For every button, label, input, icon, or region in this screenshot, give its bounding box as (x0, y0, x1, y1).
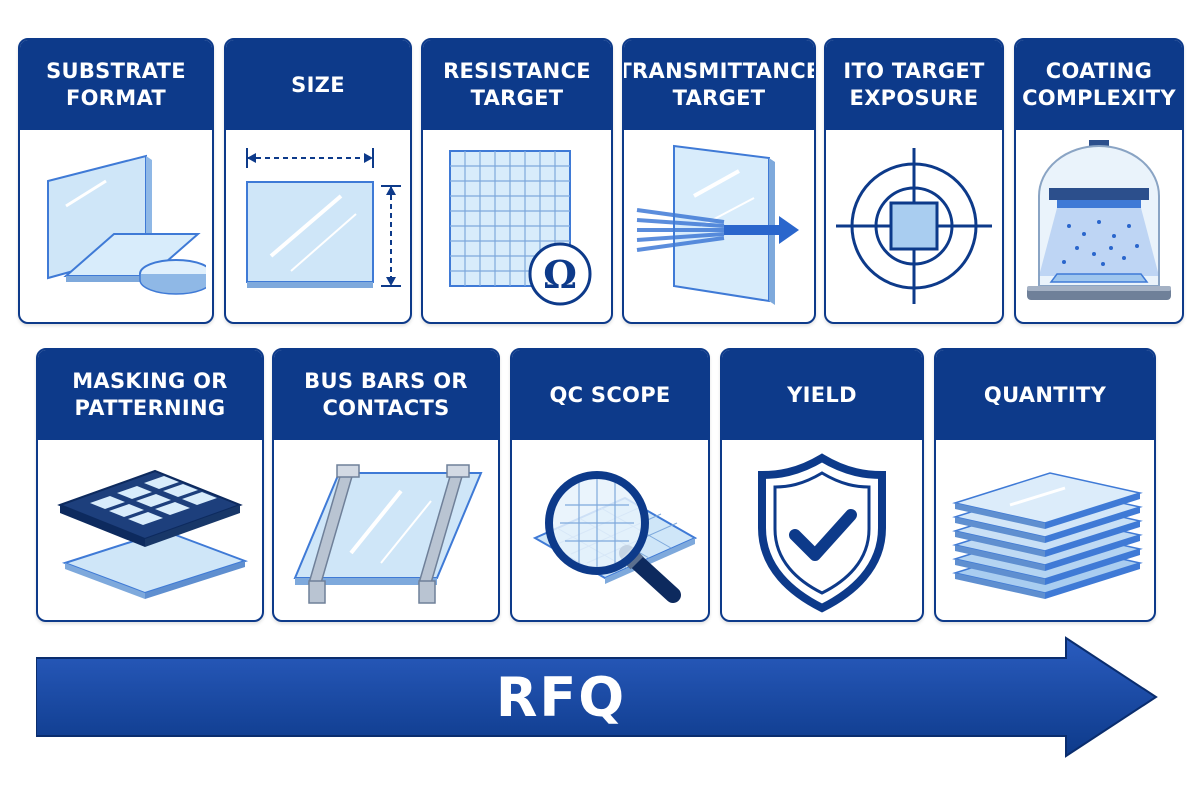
transmittance-icon (636, 144, 799, 305)
card-title: QC SCOPE (549, 382, 671, 407)
card-quantity: QUANTITY (934, 348, 1156, 622)
card-yield: YIELD (720, 348, 924, 622)
arrow-right-icon (36, 636, 1158, 758)
card-title: ITO TARGET EXPOSURE (843, 59, 985, 110)
card-title: SIZE (291, 72, 345, 97)
card-title: BUS BARS OR CONTACTS (304, 369, 468, 420)
rfq-label: RFQ (495, 665, 627, 729)
bus-bars-icon (293, 463, 483, 604)
card-substrate-format: SUBSTRATE FORMAT (18, 38, 214, 324)
shield-check-icon (758, 452, 886, 612)
card-masking-or-patterning: MASKING OR PATTERNING (36, 348, 264, 622)
coating-chamber-icon (1027, 140, 1171, 300)
magnifier-icon (532, 470, 698, 603)
substrate-format-icon (47, 154, 206, 295)
card-ito-target-exposure: ITO TARGET EXPOSURE (824, 38, 1004, 324)
resistance-ohm-icon: Ω (448, 150, 591, 306)
card-transmittance-target: TRANSMITTANCE TARGET (622, 38, 816, 324)
target-crosshair-icon (836, 148, 992, 304)
size-icon (245, 148, 401, 288)
card-size: SIZE (224, 38, 412, 324)
rfq-arrow: RFQ (36, 636, 1160, 758)
card-resistance-target: RESISTANCE TARGET Ω (421, 38, 613, 324)
card-title: COATING COMPLEXITY (1022, 59, 1176, 110)
svg-text:Ω: Ω (543, 252, 577, 297)
card-title: RESISTANCE TARGET (443, 59, 591, 110)
card-title: YIELD (787, 382, 857, 407)
mask-grid-icon (57, 469, 249, 599)
card-title: SUBSTRATE FORMAT (46, 59, 186, 110)
card-title: QUANTITY (983, 382, 1107, 407)
card-bus-bars-or-contacts: BUS BARS OR CONTACTS (272, 348, 500, 622)
card-qc-scope: QC SCOPE (510, 348, 710, 622)
card-coating-complexity: COATING COMPLEXITY (1014, 38, 1184, 324)
card-title: MASKING OR PATTERNING (72, 369, 228, 420)
stacked-sheets-icon (952, 471, 1143, 599)
card-title: TRANSMITTANCE TARGET (622, 59, 816, 110)
